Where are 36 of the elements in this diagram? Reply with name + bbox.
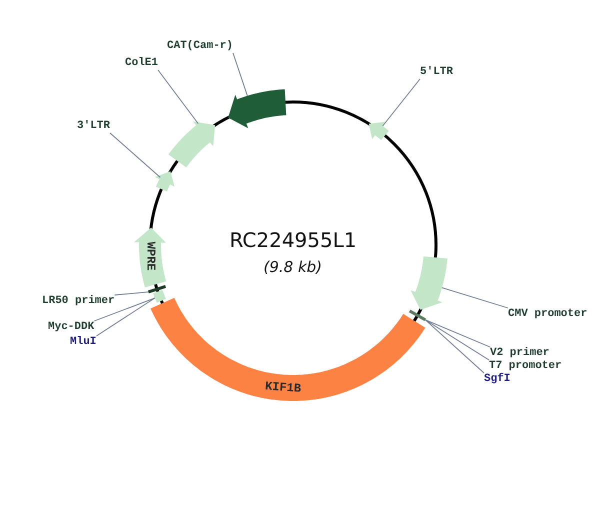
- feature-block: [168, 121, 216, 168]
- leader-line: [382, 78, 420, 126]
- feature-block: [368, 122, 389, 140]
- insert-arc: [150, 298, 426, 401]
- leader-line: [110, 132, 161, 178]
- restriction-site-label: SgfI: [484, 373, 510, 386]
- feature-block: [154, 171, 175, 192]
- feature-block: [410, 256, 448, 310]
- leader-line: [158, 70, 199, 124]
- feature-label: T7 promoter: [489, 360, 562, 373]
- leader-line: [96, 298, 156, 336]
- leader-line: [424, 319, 490, 360]
- feature-label: Myc-DDK: [48, 321, 94, 334]
- leader-line: [424, 319, 484, 374]
- feature-label: CMV promoter: [508, 308, 588, 321]
- gene-name: KIF1B: [264, 379, 302, 396]
- feature-label: ColE1: [125, 57, 158, 70]
- feature-label: CAT(Cam-r): [167, 40, 234, 53]
- restriction-site-label: MluI: [70, 336, 96, 349]
- leader-line: [442, 287, 508, 308]
- gene-name: WPRE: [143, 242, 158, 271]
- wpre-arrow: [134, 228, 166, 288]
- leader-line: [94, 298, 156, 322]
- leader-line: [424, 319, 490, 348]
- plasmid-name: RC224955L1: [230, 228, 357, 252]
- leader-line: [114, 292, 149, 296]
- feature-label: LR50 primer: [42, 295, 115, 308]
- plasmid-size: (9.8 kb): [264, 258, 322, 276]
- feature-label: 5'LTR: [420, 66, 454, 79]
- feature-label: V2 primer: [490, 347, 550, 360]
- feature-segment: [153, 290, 166, 303]
- feature-label: 3'LTR: [77, 120, 110, 133]
- feature-block: [228, 89, 286, 128]
- primer-mark: [148, 284, 166, 294]
- primer-mark: [408, 310, 426, 322]
- leader-line: [232, 52, 248, 96]
